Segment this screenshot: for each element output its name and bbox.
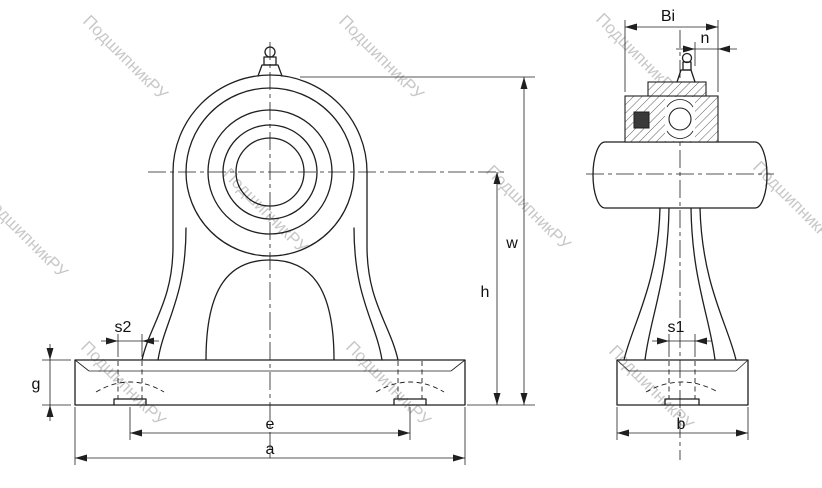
watermark-text: ПодшипникРУ: [0, 189, 72, 282]
dim-label-e: e: [266, 416, 275, 433]
foot-recess-arc: [645, 381, 719, 393]
dimension-Bi: Bi: [624, 8, 719, 92]
dim-label-w: w: [505, 235, 518, 252]
dimension-w: w: [300, 76, 535, 405]
right-leg-inner-line: [353, 227, 383, 361]
housing-boss-circle: [185, 87, 355, 257]
dim-label-a: a: [266, 441, 275, 458]
ball: [668, 107, 692, 131]
side-base: [616, 359, 749, 406]
base-chamfer-left: [74, 359, 90, 372]
watermark-text: ПодшипникРУ: [342, 337, 435, 430]
front-view: [74, 42, 508, 460]
column-right-outline: [699, 207, 737, 361]
inner-ring-circle: [222, 124, 318, 220]
column-left-outline: [623, 207, 661, 361]
left-leg-inner-line: [157, 227, 187, 361]
watermark-text: ПодшипникРУ: [79, 11, 172, 104]
watermark-layer: ПодшипникРУ ПодшипникРУ ПодшипникРУ Подш…: [0, 9, 822, 434]
dim-label-g: g: [32, 376, 41, 393]
watermark-text: ПодшипникРУ: [77, 337, 170, 430]
set-screw: [633, 111, 650, 129]
base-chamfer-right: [450, 359, 466, 372]
dim-label-h: h: [481, 284, 490, 301]
left-leg-outline: [141, 171, 174, 361]
left-foot-recess-arc: [95, 381, 165, 393]
dimension-s1: s1: [652, 319, 712, 357]
dimension-e: e: [129, 407, 411, 440]
shaft: [592, 141, 768, 209]
grease-fitting-side: [676, 52, 696, 83]
column-left-inner-line: [644, 207, 670, 361]
housing-dome: [172, 74, 368, 173]
arch-under-bearing: [205, 259, 335, 361]
dim-label-Bi: Bi: [661, 8, 675, 25]
base-outline: [616, 359, 749, 406]
base-chamfer-right: [735, 359, 749, 372]
dimension-b: b: [616, 407, 749, 440]
dimension-s2: s2: [101, 319, 159, 357]
base-chamfer-left: [616, 359, 630, 372]
column-right-inner-line: [690, 207, 716, 361]
bearing-section: [624, 81, 719, 143]
left-slot-notch: [113, 398, 147, 406]
grease-fitting-stem: [682, 61, 692, 71]
base-outline: [74, 359, 466, 406]
right-leg-outline: [366, 171, 399, 361]
grease-fitting-ball: [681, 52, 693, 64]
watermark-text: ПодшипникРУ: [749, 157, 822, 250]
bore-circle: [235, 137, 305, 207]
watermark-text: ПодшипникРУ: [482, 161, 575, 254]
front-base: [74, 359, 466, 406]
side-view: [586, 30, 774, 460]
lower-race-arc: [666, 130, 694, 139]
grease-fitting-front: [257, 46, 283, 77]
dim-label-b: b: [677, 416, 686, 433]
right-slot-notch: [393, 398, 427, 406]
dimension-g: g: [32, 344, 71, 421]
dimension-n: n: [676, 30, 737, 66]
grease-fitting-ball: [264, 46, 276, 58]
upper-race-arc: [666, 99, 694, 108]
watermark-text: ПодшипникРУ: [335, 11, 428, 104]
bearing-bore-circles: [185, 87, 355, 257]
dimension-a: a: [74, 407, 466, 465]
dim-label-n: n: [701, 30, 710, 47]
inner-ring-section-hatch: [647, 81, 707, 97]
slot-notch: [664, 398, 700, 406]
outer-ring-circle: [207, 109, 333, 235]
right-foot-recess-arc: [375, 381, 445, 393]
dim-label-s1: s1: [668, 319, 685, 336]
dim-label-s2: s2: [115, 319, 132, 336]
